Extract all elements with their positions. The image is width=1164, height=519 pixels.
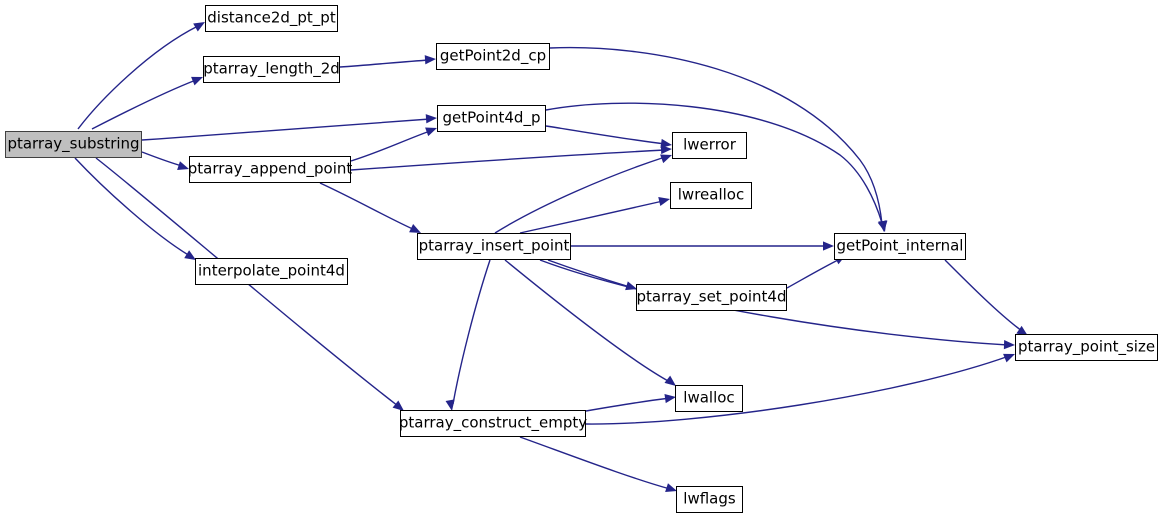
edge-ptarray_insert_point-lwrealloc (519, 196, 670, 234)
edge-ptarray_append_point-getPoint4d_p (350, 127, 437, 162)
node-ptarray_length_2d[interactable]: ptarray_length_2d (203, 56, 340, 83)
edge-ptarray_substring-ptarray_construct_empty (95, 157, 404, 411)
edge-ptarray_length_2d-getPoint2d_cp (339, 55, 436, 68)
node-distance2d_pt_pt[interactable]: distance2d_pt_pt (205, 5, 338, 32)
edge-ptarray_substring-ptarray_length_2d (91, 76, 203, 130)
edge-ptarray_append_point-lwerror (350, 144, 672, 171)
edge-getPoint4d_p-getPoint_internal (545, 102, 887, 232)
edge-ptarray_insert_point-lwerror (494, 154, 672, 234)
node-label: ptarray_point_size (1017, 337, 1156, 356)
node-lwalloc[interactable]: lwalloc (675, 385, 743, 412)
node-ptarray_construct_empty[interactable]: ptarray_construct_empty (398, 410, 588, 437)
edge-getPoint_internal-ptarray_point_size (944, 259, 1028, 336)
node-label: lwflags (683, 489, 736, 508)
edge-ptarray_construct_empty-lwalloc (585, 393, 676, 412)
node-label: getPoint_internal (836, 236, 964, 255)
node-label: lwalloc (683, 388, 735, 407)
edge-ptarray_append_point-ptarray_insert_point (319, 182, 421, 233)
edge-ptarray_substring-interpolate_point4d (74, 157, 196, 260)
node-label: ptarray_append_point (187, 159, 353, 178)
node-label: interpolate_point4d (198, 261, 345, 280)
node-lwrealloc[interactable]: lwrealloc (670, 182, 752, 209)
node-getPoint_internal[interactable]: getPoint_internal (834, 233, 966, 260)
node-label: ptarray_substring (7, 134, 140, 153)
node-label: ptarray_set_point4d (636, 287, 787, 306)
edge-ptarray_insert_point-ptarray_construct_empty (445, 259, 491, 411)
node-getPoint4d_p[interactable]: getPoint4d_p (437, 105, 546, 132)
edge-ptarray_substring-ptarray_append_point (141, 151, 189, 170)
node-label: lwerror (683, 135, 736, 154)
node-label: distance2d_pt_pt (207, 8, 336, 27)
node-label: ptarray_insert_point (418, 236, 570, 255)
node-getPoint2d_cp[interactable]: getPoint2d_cp (436, 43, 550, 70)
node-ptarray_append_point[interactable]: ptarray_append_point (187, 156, 353, 183)
node-ptarray_point_size[interactable]: ptarray_point_size (1015, 334, 1158, 361)
node-lwflags[interactable]: lwflags (676, 486, 743, 513)
node-interpolate_point4d[interactable]: interpolate_point4d (195, 258, 348, 285)
node-ptarray_set_point4d[interactable]: ptarray_set_point4d (636, 284, 787, 311)
edge-getPoint4d_p-lwerror (545, 125, 672, 149)
node-label: lwrealloc (677, 185, 745, 204)
edge-ptarray_insert_point-ptarray_set_point4d (547, 259, 637, 291)
edge-ptarray_insert_point-lwalloc (504, 259, 676, 386)
edge-ptarray_construct_empty-lwflags (519, 436, 677, 492)
node-label: getPoint2d_cp (439, 46, 547, 65)
node-label: getPoint4d_p (442, 108, 541, 127)
node-label: ptarray_construct_empty (398, 413, 588, 432)
edge-ptarray_substring-distance2d_pt_pt (77, 22, 205, 130)
node-lwerror[interactable]: lwerror (672, 132, 747, 159)
edge-ptarray_insert_point-getPoint_internal (570, 241, 834, 251)
node-ptarray_substring[interactable]: ptarray_substring (5, 131, 142, 158)
edge-ptarray_substring-getPoint4d_p (141, 114, 437, 141)
edge-ptarray_insert_point-ptarray_point_size (539, 259, 1015, 350)
node-ptarray_insert_point[interactable]: ptarray_insert_point (417, 233, 571, 260)
node-label: ptarray_length_2d (203, 59, 340, 78)
edge-ptarray_construct_empty-ptarray_point_size (585, 353, 1015, 425)
